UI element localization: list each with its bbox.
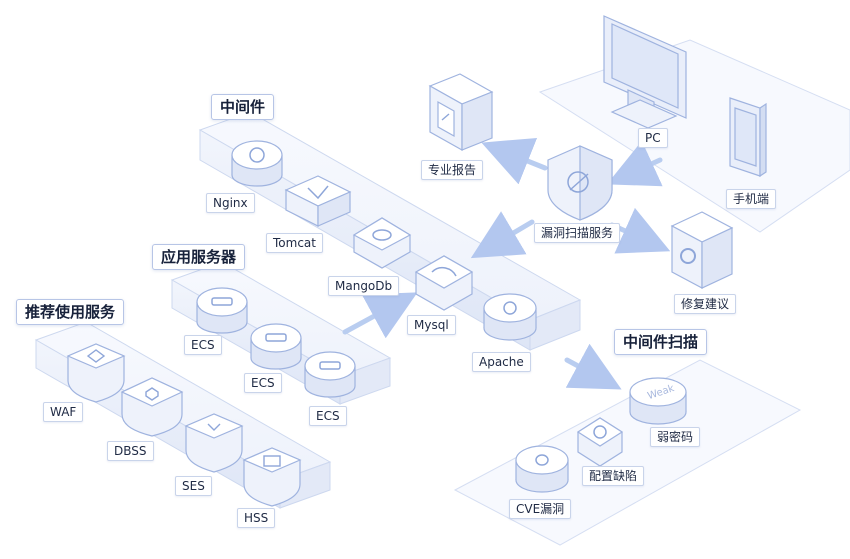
tomcat-node-icon <box>284 175 352 227</box>
label-scan-service: 漏洞扫描服务 <box>534 223 621 243</box>
label-dbss: DBSS <box>107 441 154 461</box>
group-title-app-server: 应用服务器 <box>152 244 246 270</box>
nginx-node-icon <box>231 140 283 187</box>
label-waf: WAF <box>43 402 84 422</box>
label-config-defect: 配置缺陷 <box>582 466 645 486</box>
pc-monitor-icon <box>603 15 687 129</box>
label-weak-password: 弱密码 <box>650 427 701 447</box>
label-mysql: Mysql <box>407 315 456 335</box>
ecs-node-icon <box>250 323 302 370</box>
hss-shield-icon <box>242 447 302 507</box>
middleware-scan-platform <box>453 359 802 546</box>
ecs-node-icon <box>304 351 356 398</box>
mangodb-node-icon <box>352 217 412 269</box>
ses-shield-icon <box>184 413 244 473</box>
arrow-to-scan <box>564 343 622 390</box>
waf-shield-icon <box>66 343 126 403</box>
label-report: 专业报告 <box>421 160 484 180</box>
mobile-phone-icon <box>729 97 767 178</box>
label-ecs-1: ECS <box>184 335 222 355</box>
label-mangodb: MangoDb <box>328 276 400 296</box>
config-defect-gear-icon <box>576 417 624 467</box>
label-pc: PC <box>638 128 668 148</box>
scan-shield-icon <box>547 145 613 221</box>
label-mobile: 手机端 <box>726 189 777 209</box>
cve-bug-icon <box>515 445 569 493</box>
label-hss: HSS <box>237 508 276 528</box>
apache-node-icon <box>483 293 537 341</box>
arrow-to-middleware <box>470 211 535 259</box>
label-ses: SES <box>175 476 212 496</box>
arrow-app-to-db <box>342 292 418 339</box>
label-repair: 修复建议 <box>674 294 737 314</box>
repair-gear-icon <box>670 211 734 289</box>
dbss-shield-icon <box>120 377 184 437</box>
label-ecs-2: ECS <box>244 373 282 393</box>
label-tomcat: Tomcat <box>266 233 323 253</box>
label-cve: CVE漏洞 <box>509 499 572 519</box>
group-title-middleware-scan: 中间件扫描 <box>614 329 708 355</box>
report-document-icon <box>428 73 494 152</box>
label-apache: Apache <box>472 352 531 372</box>
mysql-node-icon <box>414 255 474 311</box>
arrow-to-report <box>481 137 548 185</box>
arrow-from-pc <box>606 140 663 187</box>
ecs-node-icon <box>196 287 248 334</box>
group-title-middleware: 中间件 <box>211 94 275 120</box>
weak-password-icon: Weak <box>629 377 687 425</box>
group-title-recommended: 推荐使用服务 <box>16 299 125 325</box>
flow-arrows <box>342 137 671 390</box>
label-nginx: Nginx <box>206 193 255 213</box>
label-ecs-3: ECS <box>309 406 347 426</box>
